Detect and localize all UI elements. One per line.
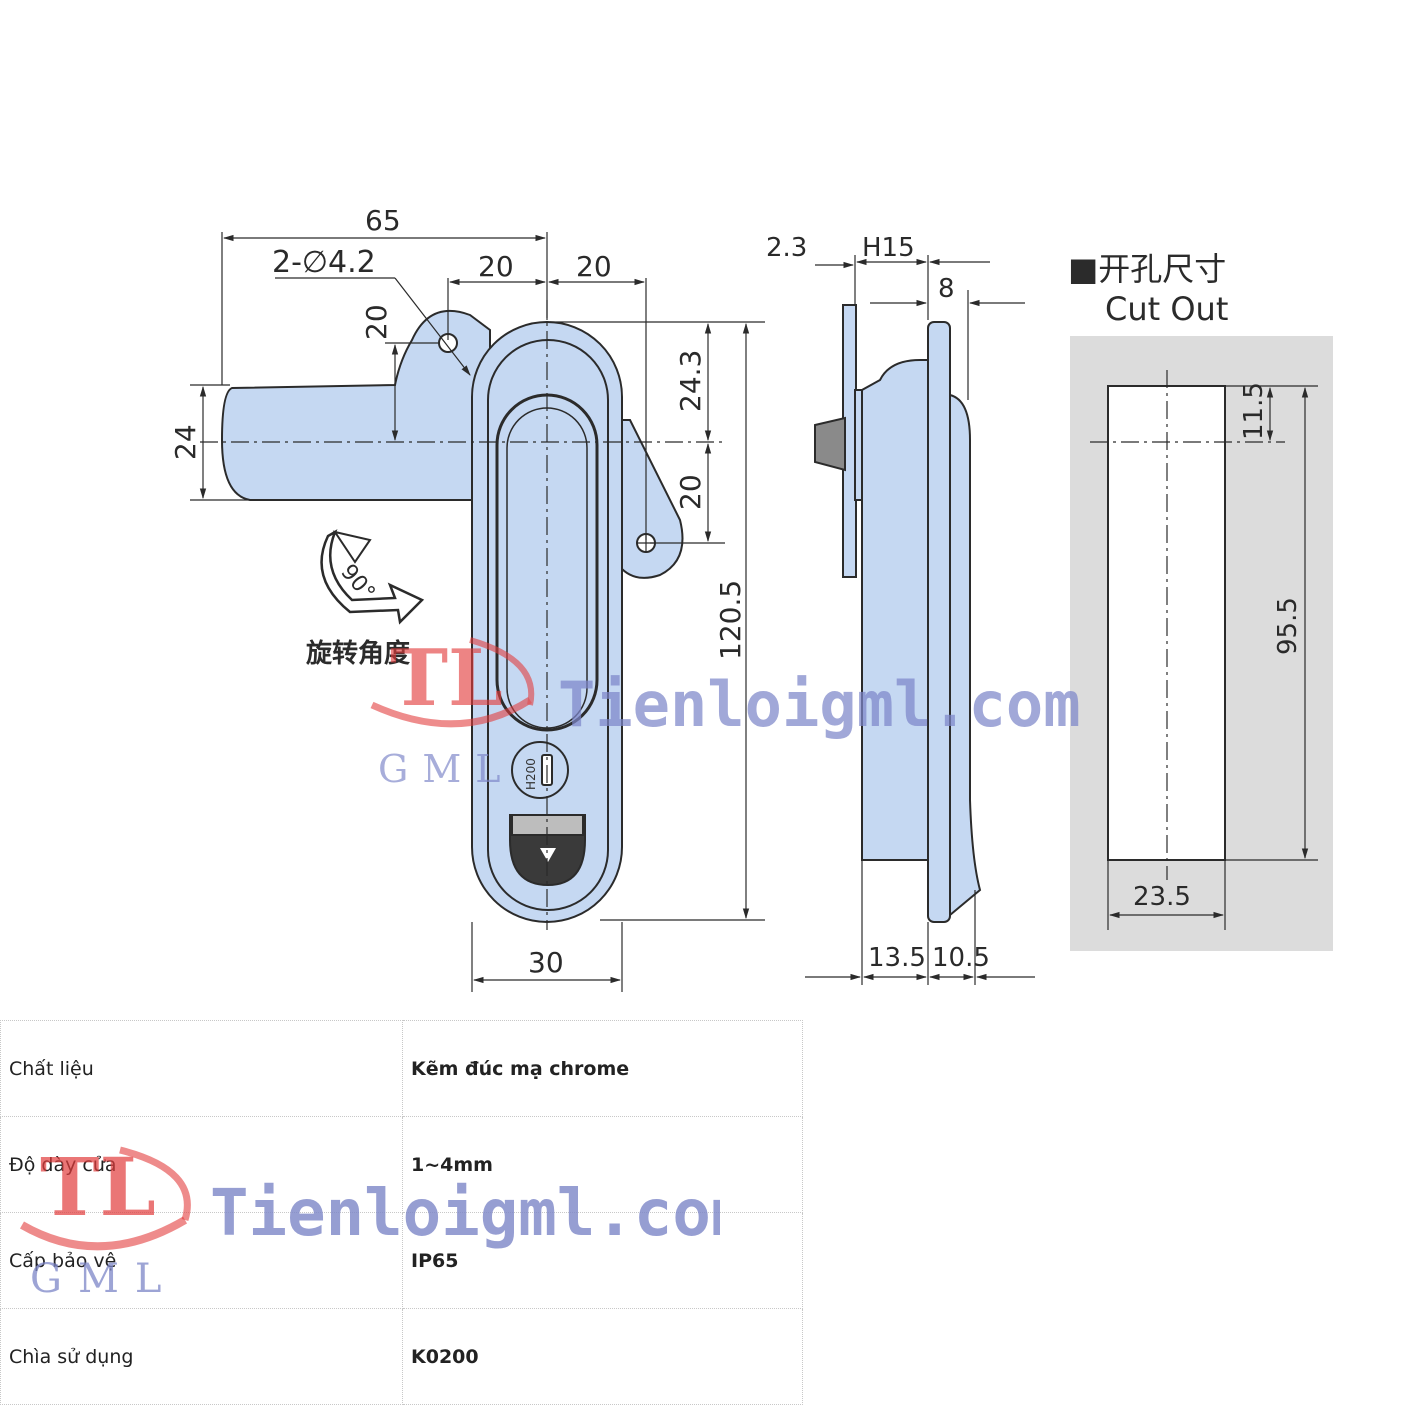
table-row: Cấp bảo vệ IP65 — [0, 1212, 803, 1309]
cutout-panel: ■开孔尺寸 Cut Out 11.5 95.5 23.5 — [1068, 250, 1333, 951]
watermark-monogram: TL — [390, 633, 503, 724]
dim-20-vertical: 20 — [360, 304, 393, 340]
table-row: Chìa sử dụng K0200 — [0, 1308, 803, 1405]
lock-cylinder — [511, 741, 569, 799]
front-view — [220, 310, 684, 923]
dim-20-top-left: 20 — [478, 250, 514, 283]
dim-h15: H15 — [862, 233, 915, 263]
dim-95-5: 95.5 — [1273, 597, 1303, 655]
dim-65: 65 — [365, 204, 401, 237]
side-flange — [927, 321, 951, 923]
cutout-title-en: Cut Out — [1105, 290, 1228, 328]
spec-key: Độ dày cửa — [0, 1116, 403, 1213]
watermark-brand: GML — [378, 747, 515, 791]
dim-20-right: 20 — [674, 474, 707, 510]
spec-key: Chất liệu — [0, 1020, 403, 1117]
mounting-arm — [220, 310, 491, 501]
rotation-indicator: 90° 旋转角度 — [306, 529, 425, 669]
spec-value: IP65 — [402, 1212, 803, 1309]
cutout-title-cn: ■开孔尺寸 — [1068, 250, 1226, 288]
dim-30: 30 — [528, 946, 564, 979]
dim-11-5: 11.5 — [1239, 382, 1269, 440]
side-view — [814, 304, 982, 923]
spec-key: Cấp bảo vệ — [0, 1212, 403, 1309]
spec-value: 1~4mm — [402, 1116, 803, 1213]
side-body — [861, 359, 929, 861]
dim-8: 8 — [938, 274, 955, 304]
dim-13-5: 13.5 — [868, 943, 926, 973]
lock-code-label: H200 — [524, 758, 538, 790]
table-row: Độ dày cửa 1~4mm — [0, 1116, 803, 1213]
spec-key: Chìa sử dụng — [0, 1308, 403, 1405]
spec-value: Kẽm đúc mạ chrome — [402, 1020, 803, 1117]
spec-value: K0200 — [402, 1308, 803, 1405]
dim-23-5: 23.5 — [1133, 882, 1191, 912]
dim-24-3: 24.3 — [674, 350, 707, 412]
dim-10-5: 10.5 — [932, 943, 990, 973]
rotation-label: 旋转角度 — [306, 638, 410, 669]
technical-drawing: 65 2-∅4.2 20 20 20 24 24.3 20 120.5 30 H… — [169, 204, 1333, 992]
rotation-arrow-icon — [320, 529, 425, 625]
dim-24: 24 — [169, 424, 202, 460]
watermark: TL GML Tienloigml.com — [370, 633, 1081, 791]
dim-holes: 2-∅4.2 — [272, 245, 376, 280]
dim-20-top-right: 20 — [576, 250, 612, 283]
dim-120-5: 120.5 — [714, 580, 747, 660]
watermark-site: Tienloigml.com — [558, 668, 1081, 741]
table-row: Chất liệu Kẽm đúc mạ chrome — [0, 1020, 803, 1117]
spec-table: Chất liệu Kẽm đúc mạ chrome Độ dày cửa 1… — [0, 1020, 803, 1405]
dim-2-3: 2.3 — [766, 233, 807, 263]
